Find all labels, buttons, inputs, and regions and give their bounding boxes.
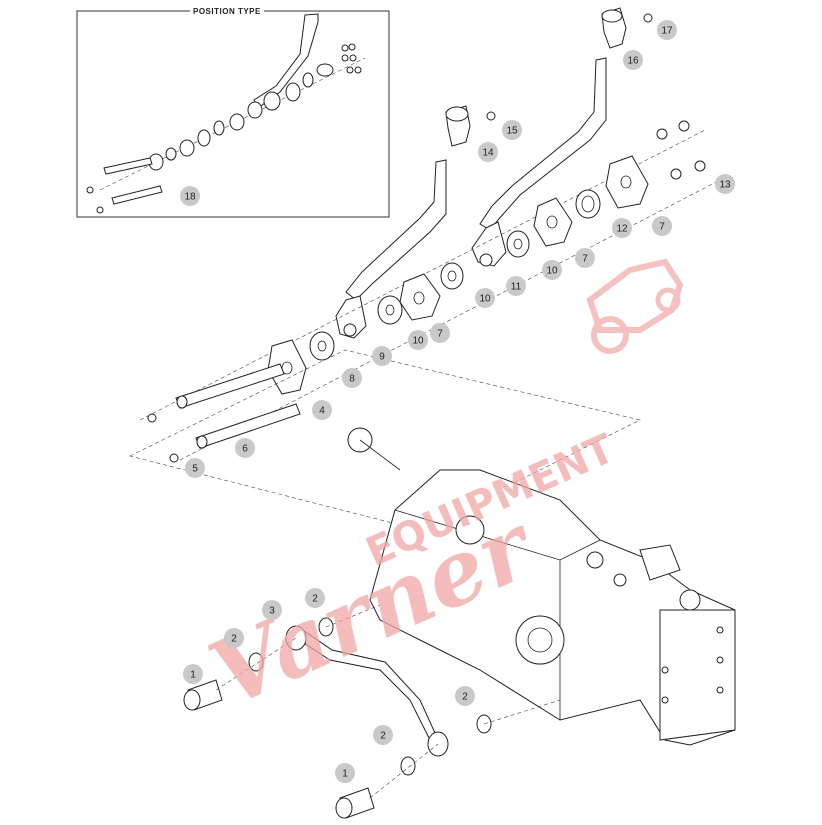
- callout-bubble: [185, 458, 205, 478]
- callout-bubble: [180, 186, 200, 206]
- callout-c2a: 2: [224, 628, 244, 648]
- callout-label: 2: [462, 692, 468, 703]
- callout-label: 10: [546, 266, 558, 277]
- callout-bubble: [342, 368, 362, 388]
- callout-bubble: [506, 276, 526, 296]
- lever-knob-14: [445, 105, 471, 147]
- callout-label: 1: [190, 670, 196, 681]
- callout-c7c: 7: [652, 216, 672, 236]
- washer-stack: [267, 155, 649, 395]
- callout-label: 2: [312, 594, 318, 605]
- callout-bubble: [575, 248, 595, 268]
- callout-c1b: 1: [335, 763, 355, 783]
- callout-label: 2: [380, 731, 386, 742]
- callout-c1a: 1: [183, 664, 203, 684]
- callout-label: 10: [479, 294, 491, 305]
- callout-bubble: [372, 346, 392, 366]
- nuts-13: [656, 120, 706, 180]
- upper-lever-right: [471, 57, 607, 267]
- callout-bubble: [478, 142, 498, 162]
- callout-label: 7: [659, 222, 665, 233]
- callout-label: 8: [349, 374, 355, 385]
- callout-label: 16: [627, 56, 639, 67]
- callout-c9: 9: [372, 346, 392, 366]
- oil-pipe: [183, 604, 561, 819]
- callout-c10c: 10: [542, 260, 562, 280]
- callout-c4: 4: [312, 400, 332, 420]
- callout-label: 12: [616, 224, 628, 235]
- callout-bubble: [652, 216, 672, 236]
- callout-c18: 18: [180, 186, 200, 206]
- callout-c11: 11: [506, 276, 526, 296]
- shafts: [147, 363, 301, 463]
- callout-label: 7: [582, 254, 588, 265]
- callout-bubble: [262, 600, 282, 620]
- callout-c10b: 10: [475, 288, 495, 308]
- callout-c2d: 2: [455, 686, 475, 706]
- callout-bubble: [373, 725, 393, 745]
- callout-c6: 6: [235, 438, 255, 458]
- callout-bubble: [430, 323, 450, 343]
- callout-c16: 16: [623, 50, 643, 70]
- callout-bubble: [235, 438, 255, 458]
- upper-lever-left: [335, 159, 447, 339]
- callout-c7a: 7: [430, 323, 450, 343]
- callout-bubble: [312, 400, 332, 420]
- callout-label: 14: [482, 148, 494, 159]
- callout-label: 5: [192, 464, 198, 475]
- callout-label: 10: [412, 336, 424, 347]
- callout-label: 3: [269, 606, 275, 617]
- callout-label: 2: [231, 634, 237, 645]
- callout-bubble: [475, 288, 495, 308]
- callout-bubble: [335, 763, 355, 783]
- callout-c8: 8: [342, 368, 362, 388]
- callout-c17: 17: [657, 20, 677, 40]
- callout-c12: 12: [612, 218, 632, 238]
- tractor-logo-icon: [586, 258, 684, 354]
- callout-label: 18: [184, 192, 196, 203]
- callout-bubble: [502, 120, 522, 140]
- callout-c15: 15: [502, 120, 522, 140]
- callout-c3: 3: [262, 600, 282, 620]
- screw-15: [486, 111, 496, 121]
- callout-label: 13: [719, 180, 731, 191]
- callout-c14: 14: [478, 142, 498, 162]
- callout-label: 17: [661, 26, 673, 37]
- callout-bubble: [715, 174, 735, 194]
- inset-title: POSITION TYPE: [190, 7, 264, 16]
- callout-c2c: 2: [373, 725, 393, 745]
- screw-17: [643, 13, 653, 23]
- callout-label: 6: [242, 444, 248, 455]
- lever-knob-16: [601, 7, 627, 49]
- valve-housing: [347, 427, 736, 746]
- callout-bubble: [305, 588, 325, 608]
- callout-bubble: [542, 260, 562, 280]
- callout-c13: 13: [715, 174, 735, 194]
- callout-c10a: 10: [408, 330, 428, 350]
- callout-c2b: 2: [305, 588, 325, 608]
- callout-label: 1: [342, 769, 348, 780]
- callout-bubble: [183, 664, 203, 684]
- callout-bubble: [408, 330, 428, 350]
- callout-bubble: [657, 20, 677, 40]
- position-type-inset: [76, 10, 390, 218]
- callout-bubble: [224, 628, 244, 648]
- callout-label: 11: [511, 282, 522, 293]
- callout-bubble: [612, 218, 632, 238]
- callout-c5: 5: [185, 458, 205, 478]
- callout-label: 7: [437, 329, 443, 340]
- callout-bubble: [455, 686, 475, 706]
- callout-label: 9: [379, 352, 385, 363]
- callout-label: 15: [506, 126, 518, 137]
- callout-c7b: 7: [575, 248, 595, 268]
- callout-bubble: [623, 50, 643, 70]
- callout-label: 4: [319, 406, 325, 417]
